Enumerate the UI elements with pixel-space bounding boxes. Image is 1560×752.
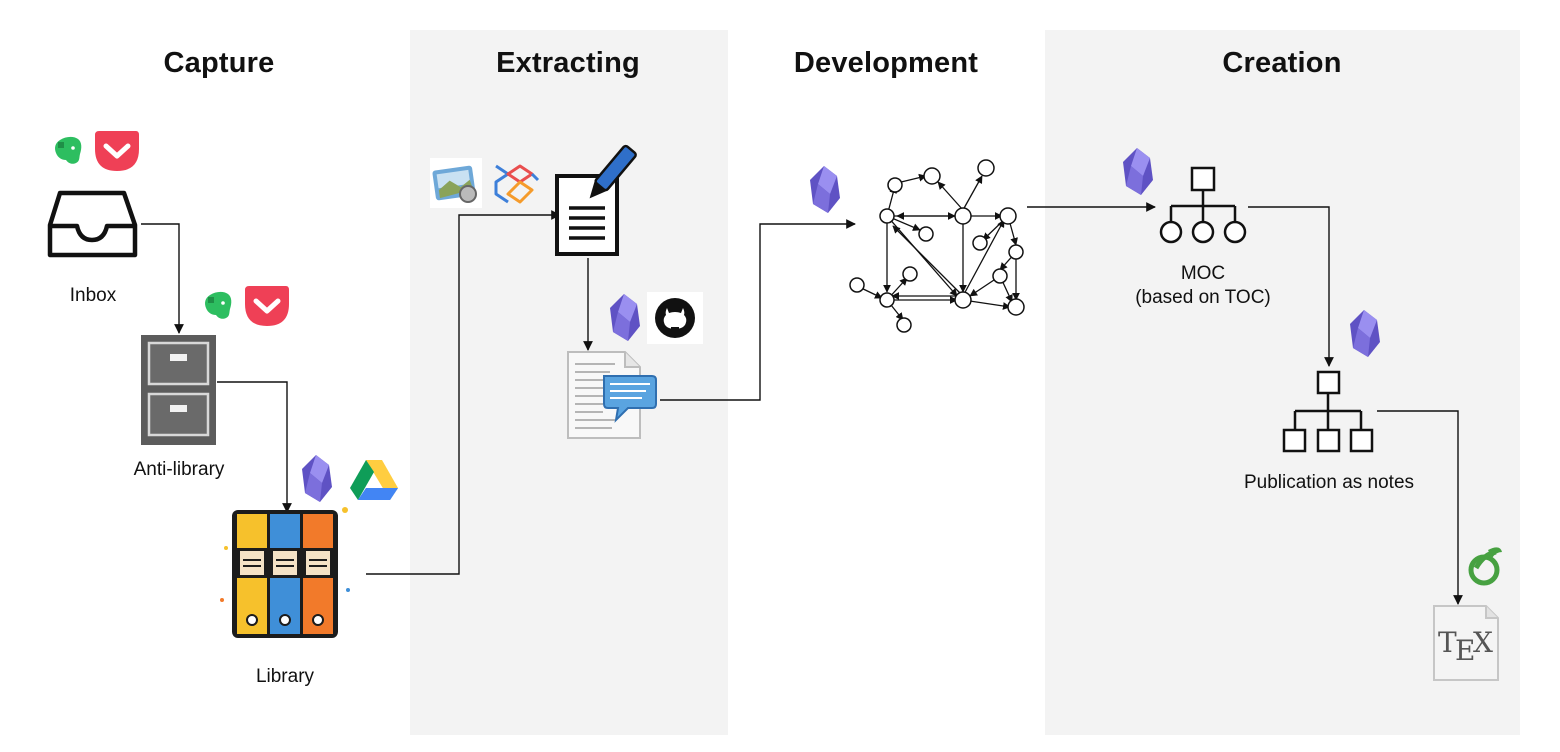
svg-text:E: E: [1455, 634, 1475, 667]
connector-library-to-extracting: [366, 210, 561, 575]
inbox-icon: [47, 190, 138, 258]
preview-app-icon: [430, 158, 482, 208]
tex-icon: T E X: [1433, 605, 1499, 681]
library-label: Library: [255, 666, 315, 687]
connector-publication-to-tex: [1377, 410, 1463, 605]
publication-hierarchy-icon: [1282, 370, 1374, 453]
anti-library-label: Anti-library: [133, 459, 225, 480]
connector-antilibrary-to-library: [217, 381, 292, 513]
flow-connectors: [141, 202, 1463, 605]
stage-title-development: Development: [793, 47, 979, 79]
connector-literature-to-development: [660, 219, 856, 401]
document-pen-icon: [555, 144, 637, 256]
moc-label: MOC (based on TOC): [1043, 262, 1363, 310]
graph-nodes: [849, 159, 1025, 333]
stage-title-creation: Creation: [1222, 47, 1342, 79]
pocket-icon: [95, 131, 139, 171]
stage-title-extracting: Extracting: [496, 47, 640, 79]
filing-cabinet-icon: [141, 335, 216, 445]
knowledge-graph: [849, 159, 1025, 333]
stage-title-capture: Capture: [163, 47, 275, 79]
evernote-icon: [55, 136, 82, 164]
library-binders-icon: [220, 507, 350, 638]
evernote-icon: [205, 291, 232, 319]
google-drive-icon: [350, 460, 398, 500]
inbox-label: Inbox: [69, 285, 117, 306]
obsidian-icon: [1123, 148, 1153, 195]
zotero-like-app-icon: [494, 164, 540, 204]
svg-text:T: T: [1438, 626, 1457, 659]
svg-text:X: X: [1473, 626, 1493, 659]
moc-label-line2: (based on TOC): [1135, 287, 1271, 308]
obsidian-icon: [1350, 310, 1380, 357]
github-icon: [647, 292, 703, 344]
publication-label: Publication as notes: [1243, 472, 1415, 493]
obsidian-icon: [302, 455, 332, 502]
obsidian-icon: [810, 166, 840, 213]
overleaf-icon: [1468, 547, 1502, 586]
moc-label-line1: MOC: [1180, 263, 1226, 284]
obsidian-icon: [610, 294, 640, 341]
moc-hierarchy-icon: [1159, 166, 1247, 244]
pocket-icon: [245, 286, 289, 326]
literature-note-icon: [567, 351, 657, 439]
connector-moc-to-publication: [1248, 206, 1334, 367]
connector-inbox-to-antilibrary: [141, 223, 184, 334]
